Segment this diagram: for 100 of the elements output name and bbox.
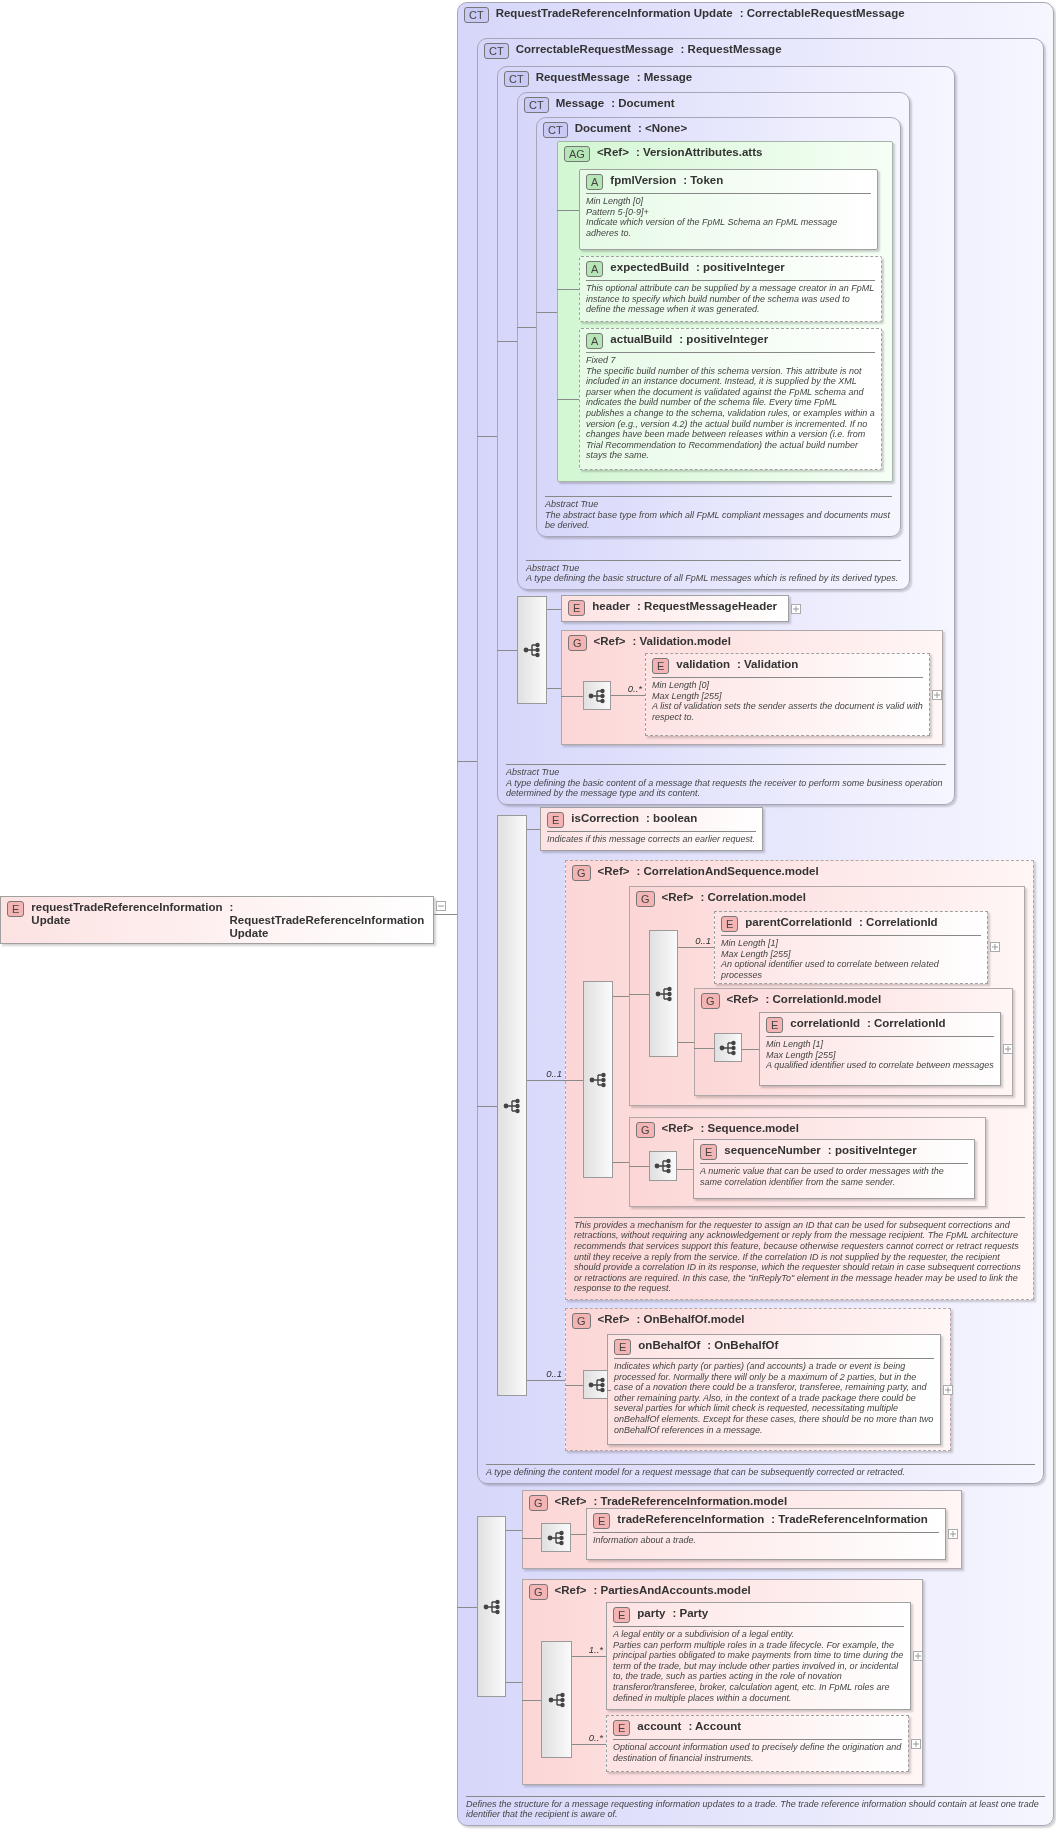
detail-text: A numeric value that can be used to order messages with the same correlation identifier from the same sender. (700, 1166, 945, 1188)
connector-line (521, 1700, 542, 1701)
detail-text: Abstract True (526, 562, 581, 574)
type-label: : RequestMessageHeader (637, 600, 778, 613)
type-panel (457, 2, 1054, 1826)
detail-text: Max Length [255] (721, 948, 792, 960)
connector-line (564, 1385, 584, 1386)
detail-text: An optional identifier used to correlate between related processes (721, 959, 940, 981)
group-panel (565, 1308, 951, 1451)
type-badge: E (547, 812, 565, 828)
compositor-box (517, 596, 547, 704)
detail-text: Pattern 5-[0-9]+ (586, 206, 650, 218)
type-label: : CorrectableRequestMessage (739, 7, 905, 20)
connector-line (676, 1169, 694, 1170)
detail-text: Parties can perform multiple roles in a trade lifecycle. For example, the principal parties obligated to make payments from time to time during the term of the trade, but may include other parties involved in, or incidental to, the trade, such as parties acting in the role of novation transferor/transferee, broker, calculation agent, etc. In FpML roles are defined in multiple places within a document. (613, 1639, 904, 1704)
detail-text: Indicates which party (or parties) (and accounts) a trade or event is being processed for. Normally there will only be a maximum of 2 parties, but in the case of a novation there could be a transferor, transferee, remaining party, and other remaining party. Also, in the context of a trade package there could be several parties for which limit check is requested, necessitating multiple onBehalfOf elements. Except for these cases, there should be no more than two onBehalfOf references in a message. (614, 1361, 934, 1436)
compositor-box (497, 815, 527, 1396)
type-label: : OnBehalfOf.model (636, 1313, 745, 1326)
group-panel (522, 1579, 923, 1785)
type-badge: G (529, 1495, 548, 1511)
name-label: account (637, 1720, 682, 1733)
name-label: isCorrection (571, 812, 640, 825)
type-badge: G (529, 1584, 548, 1600)
connector-line (606, 1390, 612, 1391)
element-box (586, 1508, 946, 1560)
type-label: : CorrelationId.model (765, 993, 882, 1006)
connector-line (526, 1080, 566, 1081)
compositor-box (477, 1516, 506, 1697)
type-label: : Validation (737, 658, 799, 671)
connector-line (628, 1166, 650, 1167)
element-box (759, 1012, 1001, 1086)
connector-line (496, 650, 518, 651)
type-label: : positiveInteger (695, 261, 785, 274)
element-box (693, 1139, 975, 1199)
attribute-box (579, 328, 882, 470)
type-label: : boolean (646, 812, 698, 825)
type-badge: E (721, 916, 739, 932)
element-box (607, 1334, 941, 1445)
connector-line (571, 1656, 607, 1657)
type-label: : CorrelationAndSequence.model (636, 865, 819, 878)
detail-text: Max Length [255] (652, 690, 723, 702)
type-badge: A (586, 261, 604, 277)
name-label: <Ref> (597, 1313, 630, 1326)
detail-text: A type defining the content model for a request message that can be subsequently corrected or retracted. (486, 1467, 906, 1478)
type-badge: CT (543, 122, 568, 138)
type-panel (477, 38, 1044, 1484)
name-label: <Ref> (593, 635, 626, 648)
type-label: : Party (672, 1607, 709, 1620)
type-label: : Validation.model (632, 635, 731, 648)
type-badge: E (568, 600, 586, 616)
element-box (714, 911, 988, 985)
detail-text: A type defining the basic content of a message that requests the receiver to perform some business operation determined by the message type and its content. (506, 777, 944, 799)
compositor-box (649, 1151, 677, 1181)
connector-line (693, 1048, 715, 1049)
type-badge: G (636, 1122, 655, 1138)
type-label: : positiveInteger (679, 333, 769, 346)
attribute-box (579, 169, 878, 250)
type-badge: G (572, 865, 591, 881)
type-badge: E (613, 1607, 631, 1623)
connector-line (570, 1534, 587, 1535)
group-panel (522, 1490, 962, 1569)
type-panel (536, 117, 901, 537)
detail-text: Defines the structure for a message requesting information updates to a trade. The trade reference information should contain at least one trade identifier that the recipient is aware of. (466, 1798, 1040, 1820)
name-label: onBehalfOf (638, 1339, 701, 1352)
type-badge: CT (524, 97, 549, 113)
name-label: <Ref> (597, 865, 630, 878)
name-label: header (592, 600, 631, 613)
type-badge: E (652, 658, 670, 674)
type-badge: G (636, 891, 655, 907)
detail-text: Optional account information used to precisely define the origination and destination of financial instruments. (613, 1742, 902, 1764)
connector-line (535, 312, 558, 313)
name-label: requestTradeReferenceInformation Update (31, 901, 223, 927)
type-badge: E (766, 1017, 784, 1033)
connector-line (526, 1380, 566, 1381)
detail-text: Indicates if this message corrects an earlier request. (547, 834, 756, 845)
connector-line (546, 609, 562, 610)
multiplicity-label: 0..1 (546, 1067, 562, 1079)
element-box (606, 1715, 909, 1772)
multiplicity-label: 0..1 (695, 934, 711, 946)
name-label: <Ref> (661, 1122, 694, 1135)
group-panel (694, 988, 1013, 1096)
detail-text: Fixed 7 (586, 355, 617, 366)
connector-line (610, 695, 646, 696)
element-box (540, 807, 763, 851)
type-label: : RequestTradeReferenceInformation Update (229, 901, 426, 940)
detail-text: This provides a mechanism for the requester to assign an ID that can be used for subsequent corrections and retractions, without requiring any acknowledgement or reply from the message recipient. The FpML architecture recommends that services support this feature, because otherwise requesters cannot correct or retract requests until they receive a reply from the service. If the correlation ID is not supplied by the requester, the recipient should provide a correlation ID in its response, which the requester should retain in case subsequent corrections or retractions are required. In this case, the "inReplyTo" element in the message header may be used to link the response to the request. (574, 1219, 1022, 1294)
type-label: : Sequence.model (700, 1122, 799, 1135)
connector-line (546, 688, 562, 689)
name-label: CorrectableRequestMessage (515, 43, 674, 56)
type-badge: G (572, 1313, 591, 1329)
compositor-box (583, 981, 613, 1178)
name-label: Message (555, 97, 605, 110)
name-label: <Ref> (661, 891, 694, 904)
multiplicity-label: 0..* (588, 1731, 603, 1743)
connector-line (612, 996, 630, 997)
compositor-box (541, 1523, 571, 1552)
detail-text: The abstract base type from which all FpML compliant messages and documents must be derived. (545, 509, 891, 531)
type-label: : Account (688, 1720, 742, 1733)
multiplicity-label: 0..1 (546, 1367, 562, 1379)
detail-text: Information about a trade. (593, 1535, 698, 1546)
